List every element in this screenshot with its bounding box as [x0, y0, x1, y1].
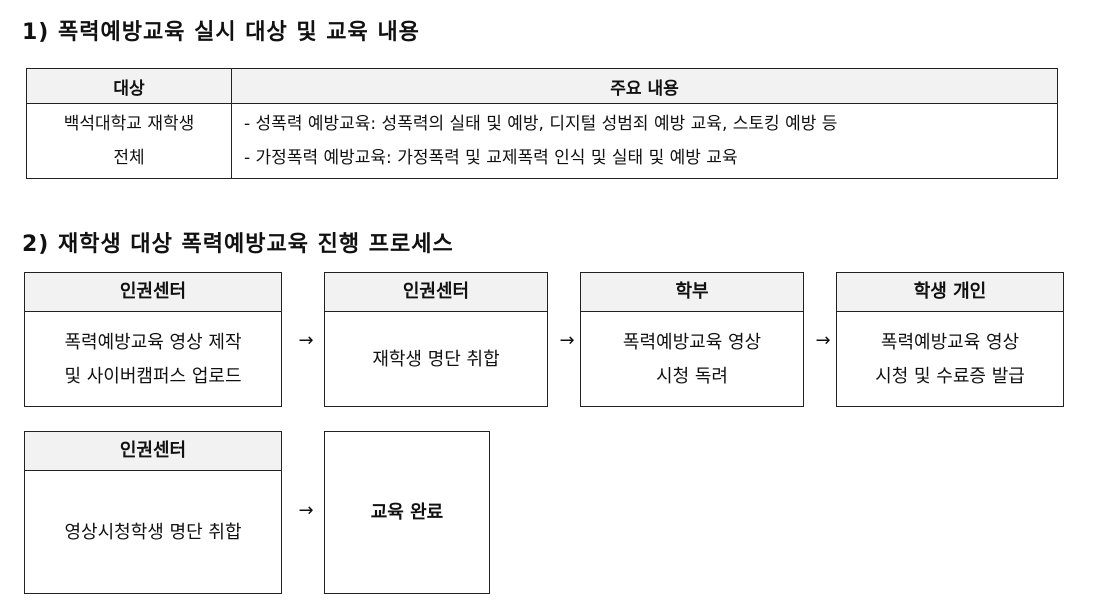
step-line1: 폭력예방교육 영상: [880, 331, 1020, 353]
target-cell: 백석대학교 재학생 전체: [26, 103, 232, 179]
target-line2: 전체: [113, 148, 145, 168]
table-row: 백석대학교 재학생 전체 - 성폭력 예방교육: 성폭력의 실태 및 예방, 디…: [26, 103, 1058, 179]
process-final-step: 교육 완료: [324, 431, 490, 594]
step-body: 폭력예방교육 영상 제작 및 사이버캠퍼스 업로드: [25, 312, 281, 407]
step-actor: 학부: [581, 273, 803, 312]
step-body: 재학생 명단 취합: [325, 312, 547, 407]
step-actor: 인권센터: [325, 273, 547, 312]
section2-heading: 2) 재학생 대상 폭력예방교육 진행 프로세스: [22, 232, 454, 257]
section1-heading: 1) 폭력예방교육 실시 대상 및 교육 내용: [22, 20, 420, 45]
process-step-3: 학부 폭력예방교육 영상 시청 독려: [580, 272, 804, 407]
content-line1: - 성폭력 예방교육: 성폭력의 실태 및 예방, 디지털 성범죄 예방 교육,…: [244, 114, 838, 134]
process-arrow: →: [298, 500, 314, 521]
process-step-4: 학생 개인 폭력예방교육 영상 시청 및 수료증 발급: [836, 272, 1064, 407]
final-step-label: 교육 완료: [370, 501, 444, 523]
education-target-table: 대상 주요 내용 백석대학교 재학생 전체 - 성폭력 예방교육: 성폭력의 실…: [26, 68, 1058, 179]
process-arrow: →: [815, 330, 831, 351]
content-line2: - 가정폭력 예방교육: 가정폭력 및 교제폭력 인식 및 실태 및 예방 교육: [244, 148, 738, 168]
step-line1: 재학생 명단 취합: [372, 348, 500, 370]
step-body: 폭력예방교육 영상 시청 및 수료증 발급: [837, 312, 1063, 407]
step-line1: 폭력예방교육 영상: [622, 331, 762, 353]
step-line2: 시청 및 수료증 발급: [875, 365, 1025, 387]
step-line2: 시청 독려: [656, 365, 728, 387]
step-actor: 인권센터: [25, 273, 281, 312]
header-target: 대상: [26, 68, 232, 104]
step-line1: 영상시청학생 명단 취합: [64, 521, 242, 543]
target-line1: 백석대학교 재학생: [63, 114, 195, 134]
process-step-5: 인권센터 영상시청학생 명단 취합: [24, 431, 282, 594]
process-arrow: →: [559, 330, 575, 351]
step-line2: 및 사이버캠퍼스 업로드: [64, 365, 242, 387]
process-step-1: 인권센터 폭력예방교육 영상 제작 및 사이버캠퍼스 업로드: [24, 272, 282, 407]
header-content: 주요 내용: [231, 68, 1058, 104]
process-arrow: →: [298, 330, 314, 351]
table-header-row: 대상 주요 내용: [26, 68, 1058, 104]
process-step-2: 인권센터 재학생 명단 취합: [324, 272, 548, 407]
content-cell: - 성폭력 예방교육: 성폭력의 실태 및 예방, 디지털 성범죄 예방 교육,…: [231, 103, 1058, 179]
step-actor: 인권센터: [25, 432, 281, 471]
step-body: 영상시청학생 명단 취합: [25, 471, 281, 594]
step-line1: 폭력예방교육 영상 제작: [64, 331, 242, 353]
step-body: 폭력예방교육 영상 시청 독려: [581, 312, 803, 407]
step-actor: 학생 개인: [837, 273, 1063, 312]
